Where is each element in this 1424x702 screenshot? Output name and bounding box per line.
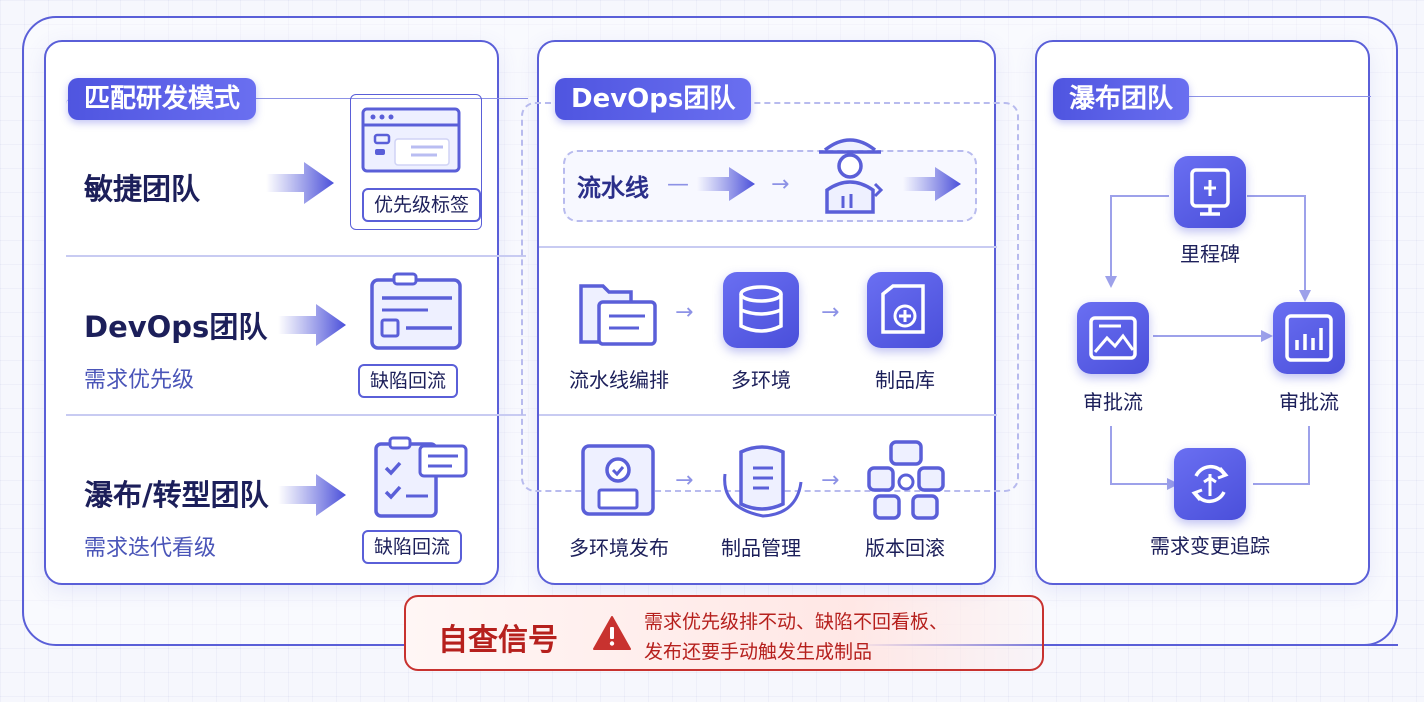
arrow-small-icon: — (667, 172, 689, 197)
tag-defect-reflow: 缺陷回流 (362, 530, 463, 564)
alert-line-1: 需求优先级排不动、缺陷不回看板、 (644, 611, 949, 633)
row-divider (539, 414, 997, 416)
frame-line-bottom (1100, 644, 1398, 646)
arrow-right-icon (278, 474, 346, 516)
arrow-right-icon (697, 167, 755, 201)
arrow-small-icon: → (675, 468, 694, 493)
panel-dev-modes: 匹配研发模式 敏捷团队 优先级标签 DevOps团队 需求优先级 (44, 40, 528, 585)
arrow-small-icon: → (821, 468, 840, 493)
row-divider (66, 414, 526, 416)
mode-name: 敏捷团队 (84, 172, 201, 206)
mode-name: DevOps团队 (84, 310, 268, 344)
panel-waterfall: 瀑布团队 里程碑 审批流 (1035, 40, 1371, 585)
change-tracking-icon (1174, 448, 1246, 520)
checklist-icon (374, 436, 468, 518)
warning-icon (593, 616, 631, 650)
mode-name: 瀑布/转型团队 (84, 478, 269, 512)
panel-devops: DevOps团队 流水线 — → → → (521, 40, 1019, 585)
alert-title: 自查信号 (438, 623, 558, 658)
database-icon (723, 272, 799, 348)
browser-window-icon (350, 94, 482, 230)
label-approval-flow-left: 审批流 (1083, 390, 1143, 414)
arrow-small-icon: → (675, 300, 694, 325)
row-divider (539, 246, 997, 248)
label-version-rollback: 版本回滚 (865, 536, 945, 560)
label-multi-env-release: 多环境发布 (569, 536, 669, 560)
release-doc-icon (581, 444, 655, 516)
label-change-tracking: 需求变更追踪 (1150, 534, 1270, 558)
panel-title-dev-modes: 匹配研发模式 (68, 78, 257, 120)
artifact-repo-icon (867, 272, 943, 348)
flow-connectors (1105, 195, 1311, 490)
clipboard-list-icon (370, 272, 462, 350)
folder-files-icon (579, 284, 657, 346)
label-milestone: 里程碑 (1180, 242, 1240, 266)
self-check-alert: 自查信号 需求优先级排不动、缺陷不回看板、 发布还要手动触发生成制品 (404, 595, 1044, 671)
milestone-icon (1174, 156, 1246, 228)
label-pipeline-orchestration: 流水线编排 (569, 368, 669, 392)
label-multi-env: 多环境 (731, 368, 791, 392)
arrow-right-icon (903, 167, 961, 201)
label-approval-flow-right: 审批流 (1279, 390, 1339, 414)
panel-title-devops: DevOps团队 (555, 78, 752, 120)
label-artifact-repo: 制品库 (875, 368, 935, 392)
pipeline-label: 流水线 (577, 174, 649, 202)
approval-image-icon (1077, 302, 1149, 374)
approval-chart-icon (1273, 302, 1345, 374)
version-rollback-icon (867, 440, 945, 520)
deploy-worker-icon (819, 138, 884, 214)
mode-sub: 需求迭代看级 (84, 536, 217, 561)
label-artifact-management: 制品管理 (721, 536, 801, 560)
tag-priority-label: 优先级标签 (362, 188, 482, 222)
arrow-right-icon (278, 304, 346, 346)
tag-defect-reflow: 缺陷回流 (358, 364, 459, 398)
mode-sub: 需求优先级 (84, 368, 195, 393)
panel-title-waterfall: 瀑布团队 (1053, 78, 1190, 120)
arrow-right-icon (266, 162, 334, 204)
alert-line-2: 发布还要手动触发生成制品 (644, 641, 873, 663)
row-divider (66, 255, 526, 257)
artifact-management-icon (723, 445, 803, 518)
arrow-small-icon: → (771, 172, 790, 197)
arrow-small-icon: → (821, 300, 840, 325)
